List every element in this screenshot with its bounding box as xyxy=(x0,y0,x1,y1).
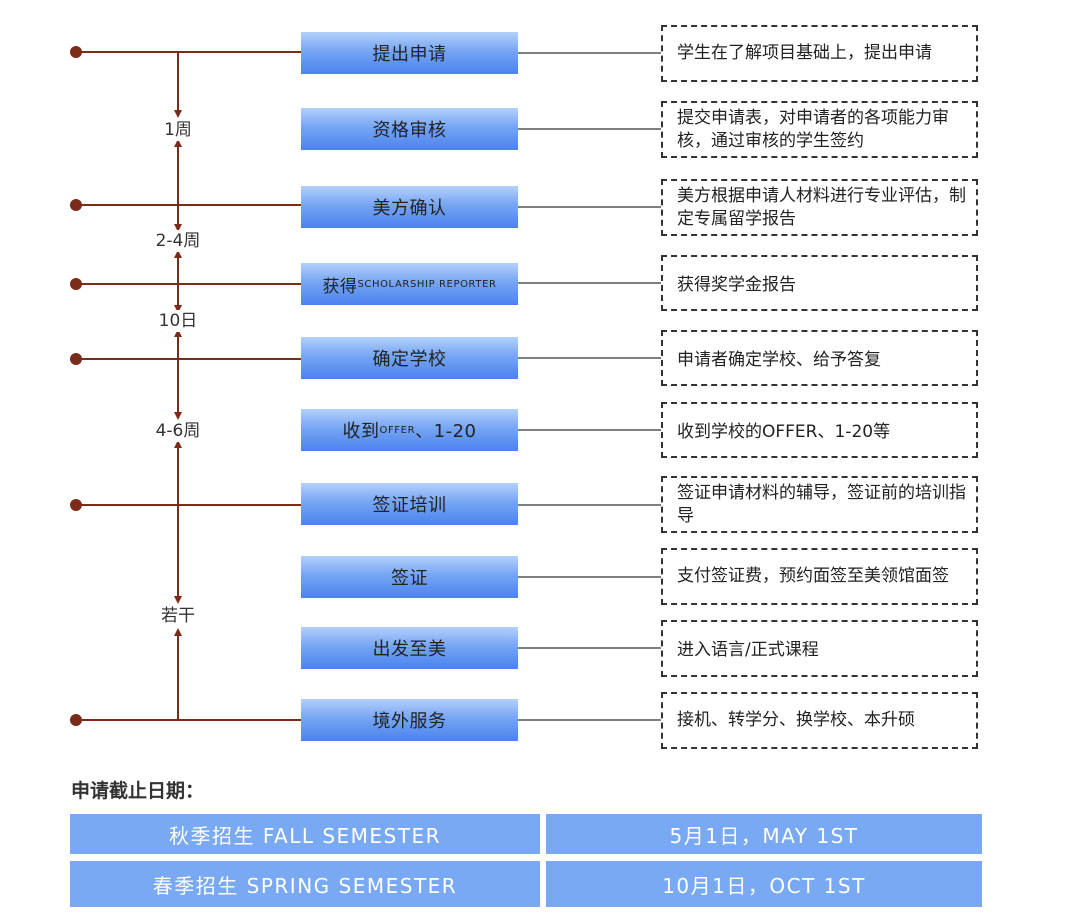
desc-us-confirmation: 美方根据申请人材料进行专业评估，制定专属留学报告 xyxy=(661,179,978,236)
milestone-lines xyxy=(70,46,301,726)
step-submit-application: 提出申请 xyxy=(301,32,518,74)
desc-text: 接机、转学分、换学校、本升硕 xyxy=(677,710,915,730)
milestone-dot xyxy=(70,499,82,511)
deadline-title: 申请截止日期： xyxy=(71,780,205,802)
desc-text: 获得奖学金报告 xyxy=(677,275,796,295)
desc-visa-training: 签证申请材料的辅导，签证前的培训指导 xyxy=(661,476,978,533)
duration-label-3: 10日 xyxy=(138,310,218,332)
duration-label-2: 2-4周 xyxy=(138,230,218,252)
desc-text: 支付签证费，预约面签至美领馆面签 xyxy=(677,566,949,586)
step-overseas-service: 境外服务 xyxy=(301,699,518,741)
desc-text: 申请者确定学校、给予答复 xyxy=(677,350,881,370)
step-depart-to-us: 出发至美 xyxy=(301,627,518,669)
milestone-dot xyxy=(70,353,82,365)
step-offer-post: 、1-20 xyxy=(415,421,477,442)
duration-label-1: 1周 xyxy=(138,119,218,141)
deadline-date-spring: 10月1日，OCT 1ST xyxy=(546,861,982,907)
milestone-dot xyxy=(70,199,82,211)
desc-text: 签证申请材料的辅导，签证前的培训指导 xyxy=(677,482,966,526)
desc-text: 学生在了解项目基础上，提出申请 xyxy=(677,43,932,63)
step-scholarship-small: SCHOLARSHIP REPORTER xyxy=(357,278,497,290)
desc-text: 进入语言/正式课程 xyxy=(677,640,819,660)
step-confirm-school: 确定学校 xyxy=(301,337,518,379)
desc-scholarship-report: 获得奖学金报告 xyxy=(661,255,978,311)
milestone-dot xyxy=(70,46,82,58)
desc-text: 收到学校的OFFER、1-20等 xyxy=(677,422,891,442)
deadline-term-fall: 秋季招生 FALL SEMESTER xyxy=(70,814,540,854)
desc-text: 美方根据申请人材料进行专业评估，制定专属留学报告 xyxy=(677,185,966,229)
step-scholarship-main: 获得 xyxy=(322,276,358,297)
step-qualification-review: 资格审核 xyxy=(301,108,518,150)
step-visa: 签证 xyxy=(301,556,518,598)
step-offer-pre: 收到 xyxy=(342,421,380,442)
deadline-term-spring: 春季招生 SPRING SEMESTER xyxy=(70,861,540,907)
duration-label-5: 若干 xyxy=(138,605,218,627)
deadline-date-fall: 5月1日，MAY 1ST xyxy=(546,814,982,854)
step-visa-training: 签证培训 xyxy=(301,483,518,525)
step-offer-small: OFFER xyxy=(379,424,416,436)
duration-label-4: 4-6周 xyxy=(138,420,218,442)
connectors xyxy=(518,52,661,721)
milestone-dot xyxy=(70,278,82,290)
desc-qualification-review: 提交申请表，对申请者的各项能力审核，通过审核的学生签约 xyxy=(661,101,978,158)
milestone-dot xyxy=(70,714,82,726)
desc-overseas-service: 接机、转学分、换学校、本升硕 xyxy=(661,692,978,749)
desc-submit-application: 学生在了解项目基础上，提出申请 xyxy=(661,25,978,82)
desc-text: 提交申请表，对申请者的各项能力审核，通过审核的学生签约 xyxy=(677,107,949,151)
desc-confirm-school: 申请者确定学校、给予答复 xyxy=(661,330,978,386)
step-us-confirmation: 美方确认 xyxy=(301,186,518,228)
desc-visa: 支付签证费，预约面签至美领馆面签 xyxy=(661,548,978,605)
desc-receive-offer: 收到学校的OFFER、1-20等 xyxy=(661,402,978,458)
desc-depart-to-us: 进入语言/正式课程 xyxy=(661,620,978,677)
